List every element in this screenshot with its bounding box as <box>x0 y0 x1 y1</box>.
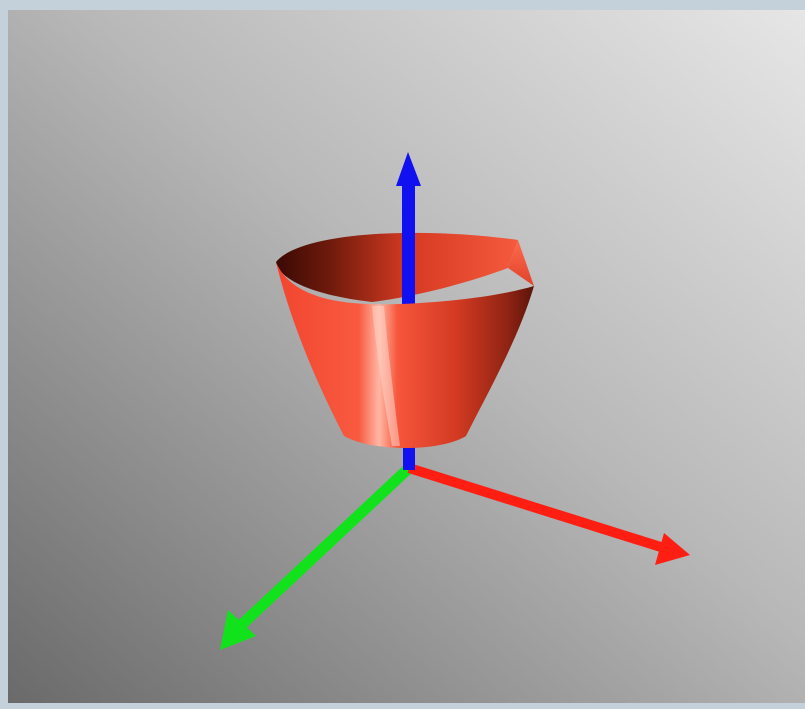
y-axis-arrow <box>220 463 413 650</box>
paraboloid-specular <box>372 306 400 446</box>
paraboloid-inner <box>276 232 518 302</box>
paraboloid-cut-edge <box>508 240 534 286</box>
x-axis-arrow <box>407 463 690 565</box>
paraboloid-outer <box>276 262 534 448</box>
z-axis-arrow <box>396 152 421 308</box>
